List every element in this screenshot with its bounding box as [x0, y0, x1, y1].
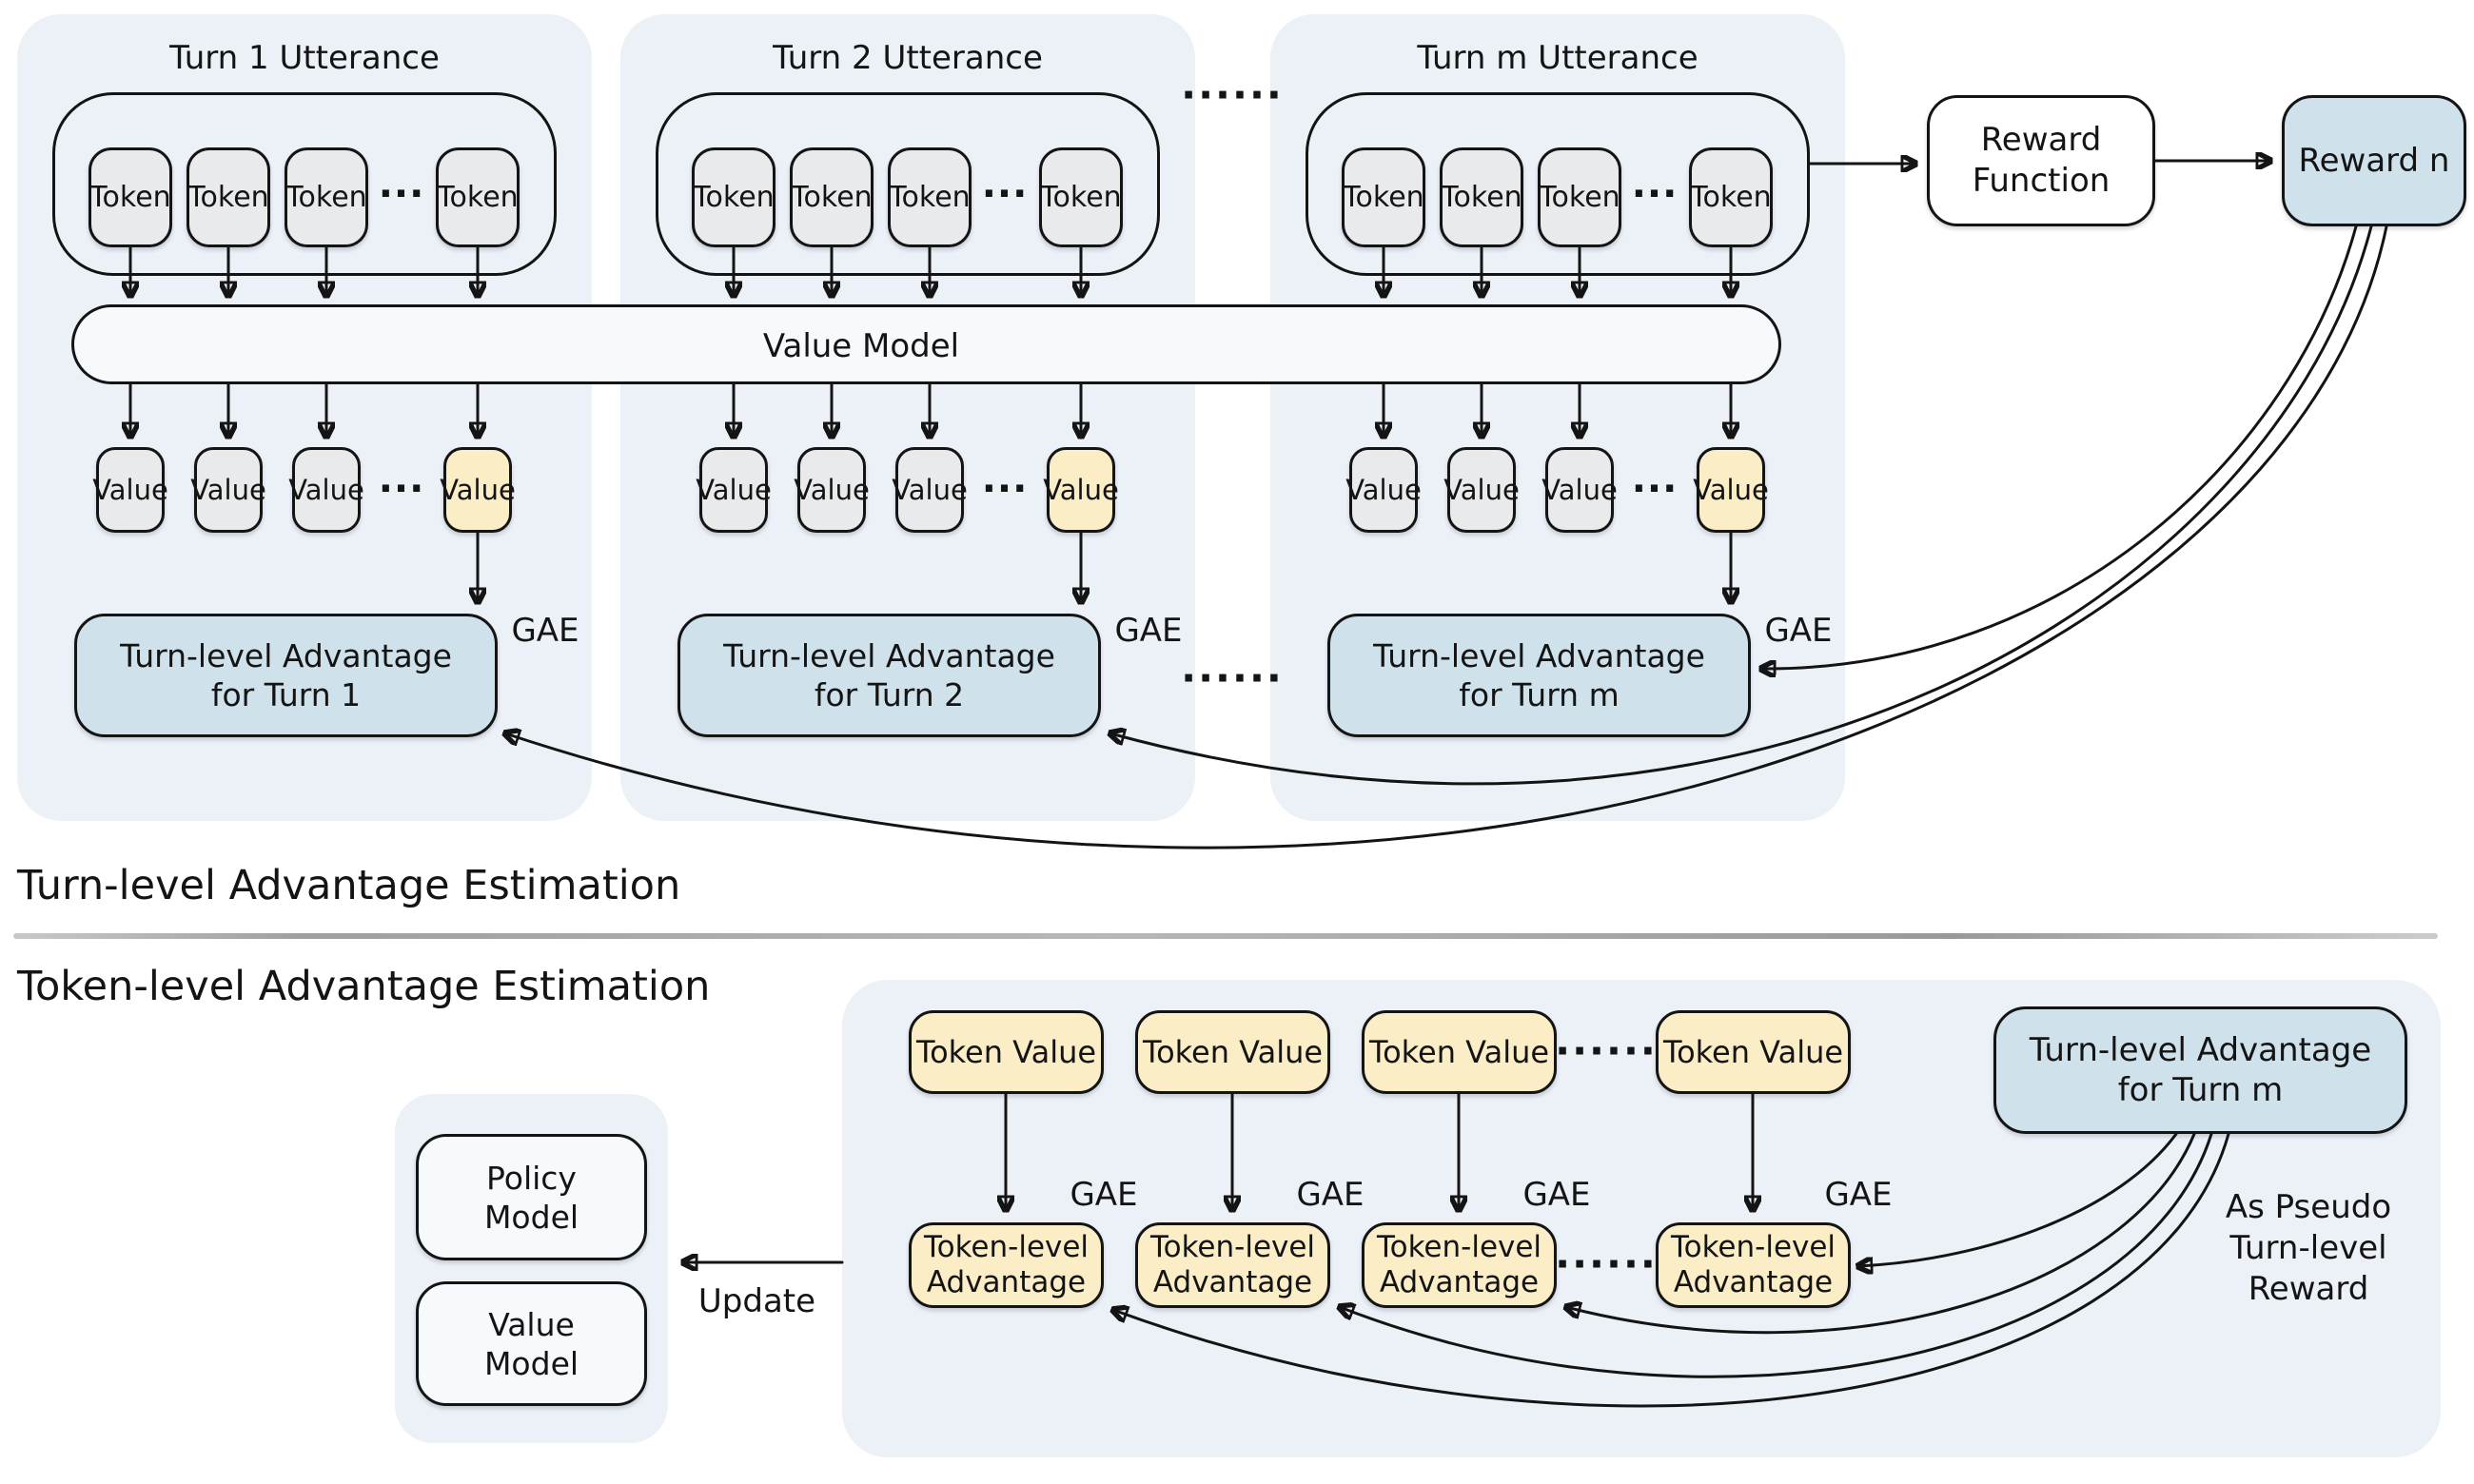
token-box: Token [1440, 147, 1523, 247]
value-box: Value [288, 447, 364, 533]
value-model-line1: Value [488, 1305, 575, 1343]
reward-function-box: Reward Function [1927, 95, 2155, 226]
token-advantage-box: Token-level Advantage [1362, 1222, 1557, 1308]
value-box: Value [1345, 447, 1422, 533]
turn-m-panel: Turn m Utterance Token Token Token ··· T… [1270, 14, 1845, 821]
value-model-box: Value Model [416, 1281, 647, 1406]
token-ellipsis: ··· [981, 172, 1029, 216]
value-ellipsis: ··· [378, 467, 425, 511]
turn-advantage-for-turn-m-box: Turn-level Advantage for Turn m [1993, 1006, 2407, 1134]
turn-advantage-line1: Turn-level Advantage [723, 637, 1055, 674]
curve-reward-to-turn-m-advantage [1761, 225, 2358, 669]
gae-label: GAE [1824, 1176, 1893, 1214]
pseudo-reward-line2: Turn-level Reward [2229, 1229, 2387, 1308]
turn-2-title: Turn 2 Utterance [773, 39, 1043, 77]
turn-advantage-line1: Turn-level Advantage [120, 637, 452, 674]
token-box: Token [88, 147, 172, 247]
value-box: Value [92, 447, 168, 533]
token-advantage-line1: Token-level [1670, 1230, 1836, 1264]
token-value-box: Token Value [1362, 1010, 1557, 1094]
turn-advantage-line2: for Turn 2 [814, 676, 965, 713]
token-box: Token [1039, 147, 1123, 247]
turn-advantage-line1: Turn-level Advantage [1373, 637, 1705, 674]
value-model-line2: Model [483, 1344, 579, 1382]
token-value-box: Token Value [1135, 1010, 1330, 1094]
reward-n-label: Reward n [2298, 141, 2450, 180]
turn-1-title: Turn 1 Utterance [169, 39, 440, 77]
token-advantage-box: Token-level Advantage [909, 1222, 1104, 1308]
token-value-box: Token Value [909, 1010, 1104, 1094]
reward-function-line1: Reward [1980, 121, 2102, 159]
gae-label: GAE [1764, 612, 1833, 650]
panel-gap-ellipsis-advantage: ······ [1181, 654, 1284, 701]
value-box: Value [190, 447, 266, 533]
token-ellipsis: ··· [378, 172, 425, 216]
turn-advantage-line2: for Turn 1 [210, 676, 362, 713]
token-box: Token [1538, 147, 1621, 247]
token-advantage-line1: Token-level [1149, 1230, 1316, 1264]
policy-model-box: Policy Model [416, 1134, 647, 1260]
token-advantage-line2: Advantage [1673, 1265, 1834, 1299]
turn-advantage-line2: for Turn m [2117, 1071, 2284, 1109]
token-box: Token [790, 147, 874, 247]
token-advantage-box: Token-level Advantage [1656, 1222, 1851, 1308]
gae-label: GAE [1522, 1176, 1591, 1214]
token-advantage-line1: Token-level [923, 1230, 1090, 1264]
token-value-box: Token Value [1656, 1010, 1851, 1094]
turn-advantage-line1: Turn-level Advantage [2029, 1031, 2372, 1069]
policy-model-line1: Policy [486, 1159, 577, 1197]
value-box: Value [696, 447, 772, 533]
gae-label: GAE [1070, 1176, 1138, 1214]
section-divider [13, 933, 2438, 939]
turn-m-title: Turn m Utterance [1417, 39, 1698, 77]
turn-2-panel: Turn 2 Utterance Token Token Token ··· T… [620, 14, 1195, 821]
value-ellipsis: ··· [1631, 467, 1679, 511]
turn-advantage-box-m: Turn-level Advantage for Turn m [1327, 614, 1751, 737]
turn-1-panel: Turn 1 Utterance Token Token Token ··· T… [17, 14, 592, 821]
token-advantage-line2: Advantage [1152, 1265, 1313, 1299]
token-advantage-box: Token-level Advantage [1135, 1222, 1330, 1308]
gae-label: GAE [1296, 1176, 1365, 1214]
panel-gap-ellipsis-top: ······ [1181, 71, 1284, 118]
token-ellipsis: ··· [1631, 172, 1679, 216]
token-box: Token [692, 147, 776, 247]
update-label: Update [697, 1282, 816, 1320]
token-box: Token [1689, 147, 1773, 247]
value-box-highlighted: Value [1693, 447, 1769, 533]
token-advantage-line1: Token-level [1376, 1230, 1542, 1264]
token-box: Token [436, 147, 520, 247]
turn-advantage-box-2: Turn-level Advantage for Turn 2 [677, 614, 1101, 737]
policy-model-line2: Model [483, 1198, 579, 1236]
turn-1-token-container [52, 92, 557, 276]
value-box: Value [1541, 447, 1618, 533]
token-value-ellipsis: ······ [1555, 1027, 1658, 1074]
pseudo-reward-note: As Pseudo Turn-level Reward [2170, 1187, 2447, 1310]
token-advantage-line2: Advantage [1379, 1265, 1540, 1299]
gae-label: GAE [1114, 612, 1183, 650]
token-box: Token [888, 147, 972, 247]
pseudo-reward-line1: As Pseudo [2225, 1188, 2392, 1226]
reward-n-box: Reward n [2282, 95, 2466, 226]
token-advantage-ellipsis: ······ [1555, 1240, 1658, 1287]
turn-advantage-box-1: Turn-level Advantage for Turn 1 [74, 614, 498, 737]
value-box-highlighted: Value [440, 447, 516, 533]
token-box: Token [187, 147, 270, 247]
section-heading-token-level: Token-level Advantage Estimation [17, 963, 711, 1010]
turn-advantage-line2: for Turn m [1459, 676, 1620, 713]
token-advantage-line2: Advantage [926, 1265, 1087, 1299]
token-box: Token [1342, 147, 1425, 247]
token-box: Token [285, 147, 368, 247]
section-heading-turn-level: Turn-level Advantage Estimation [17, 862, 681, 909]
value-box: Value [1443, 447, 1520, 533]
value-box-highlighted: Value [1043, 447, 1119, 533]
value-box: Value [794, 447, 870, 533]
value-box: Value [892, 447, 968, 533]
reward-function-line2: Function [1972, 162, 2111, 200]
gae-label: GAE [511, 612, 579, 650]
value-ellipsis: ··· [981, 467, 1029, 511]
value-model-label: Value Model [762, 327, 960, 365]
